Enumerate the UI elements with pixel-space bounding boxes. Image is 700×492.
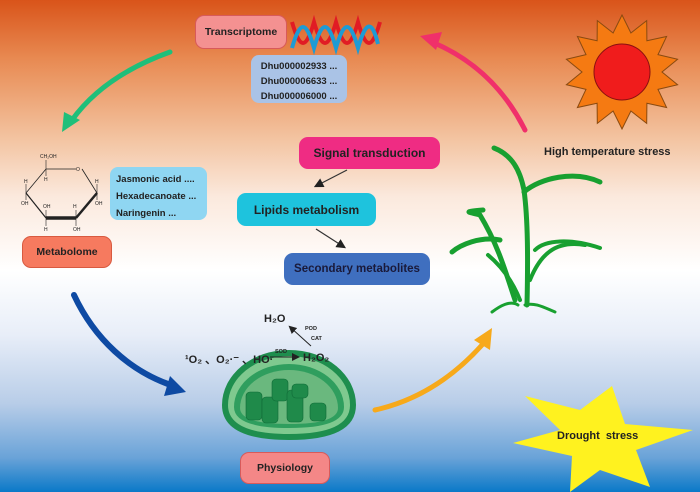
metabolite-item: Naringenin ...	[116, 208, 177, 219]
arrow-plant-to-transcriptome	[420, 32, 528, 133]
signal-transduction-node[interactable]: Signal transduction	[299, 137, 440, 169]
signal-transduction-label: Signal transduction	[313, 146, 426, 160]
glucose-label: OH	[95, 201, 103, 207]
glucose-label: OH	[43, 204, 51, 210]
sod-label: SOD	[275, 349, 287, 355]
h2o2-label: H₂O₂	[303, 352, 330, 364]
glucose-label: OH	[21, 201, 29, 207]
glucose-label: H	[95, 179, 99, 185]
gene-item: Dhu000006633 ...	[260, 76, 338, 87]
arrow-physiology-to-plant	[372, 328, 492, 413]
glucose-label: H	[44, 177, 48, 183]
dna-helix-icon	[290, 14, 382, 56]
glucose-label: OH	[73, 227, 81, 233]
drought-stress-label: Drought stress	[557, 430, 639, 442]
arrow-transcriptome-to-metabolome	[62, 49, 173, 132]
chloroplast-icon	[222, 350, 356, 440]
physiology-node[interactable]: Physiology	[240, 452, 330, 484]
secondary-metabolites-node[interactable]: Secondary metabolites	[284, 253, 430, 285]
lipids-metabolism-node[interactable]: Lipids metabolism	[237, 193, 376, 226]
gene-list: Dhu000002933 ... Dhu000006633 ... Dhu000…	[251, 55, 347, 103]
arrow-signal-to-lipids	[313, 169, 348, 188]
arrow-lipids-to-secondary	[315, 228, 347, 249]
lipids-metabolism-label: Lipids metabolism	[253, 202, 360, 217]
ros-reactants: ¹O₂ 、O₂·⁻ 、HO·	[185, 354, 274, 366]
glucose-label: H	[44, 227, 48, 233]
secondary-metabolites-label: Secondary metabolites	[294, 263, 420, 275]
metabolite-item: Hexadecanoate ...	[116, 191, 197, 202]
gene-item: Dhu000006000 ...	[260, 91, 338, 102]
drought-star-icon	[513, 386, 693, 492]
physiology-label: Physiology	[256, 462, 313, 474]
metabolome-node[interactable]: Metabolome	[22, 236, 112, 268]
pod-label: POD	[305, 326, 317, 332]
heat-stress-label: High temperature stress	[544, 146, 671, 158]
glucose-label: CH₂OH	[40, 154, 57, 160]
cat-label: CAT	[311, 336, 322, 342]
metabolome-label: Metabolome	[36, 246, 98, 258]
h2o-label: H₂O	[264, 313, 286, 325]
metabolite-item: Jasmonic acid ....	[116, 174, 195, 185]
arrow-metabolome-to-physiology	[71, 292, 186, 396]
gene-item: Dhu000002933 ...	[260, 61, 338, 72]
pod-cat-arrow	[288, 325, 312, 347]
glucose-label: O	[76, 167, 80, 173]
glucose-label: H	[73, 204, 77, 210]
transcriptome-node[interactable]: Transcriptome	[195, 15, 287, 49]
plant-icon	[449, 145, 603, 314]
transcriptome-label: Transcriptome	[204, 26, 278, 38]
metabolite-list: Jasmonic acid .... Hexadecanoate ... Nar…	[110, 167, 207, 220]
glucose-label: H	[24, 179, 28, 185]
glucose-structure-icon	[25, 160, 98, 226]
sun-icon	[565, 13, 679, 131]
